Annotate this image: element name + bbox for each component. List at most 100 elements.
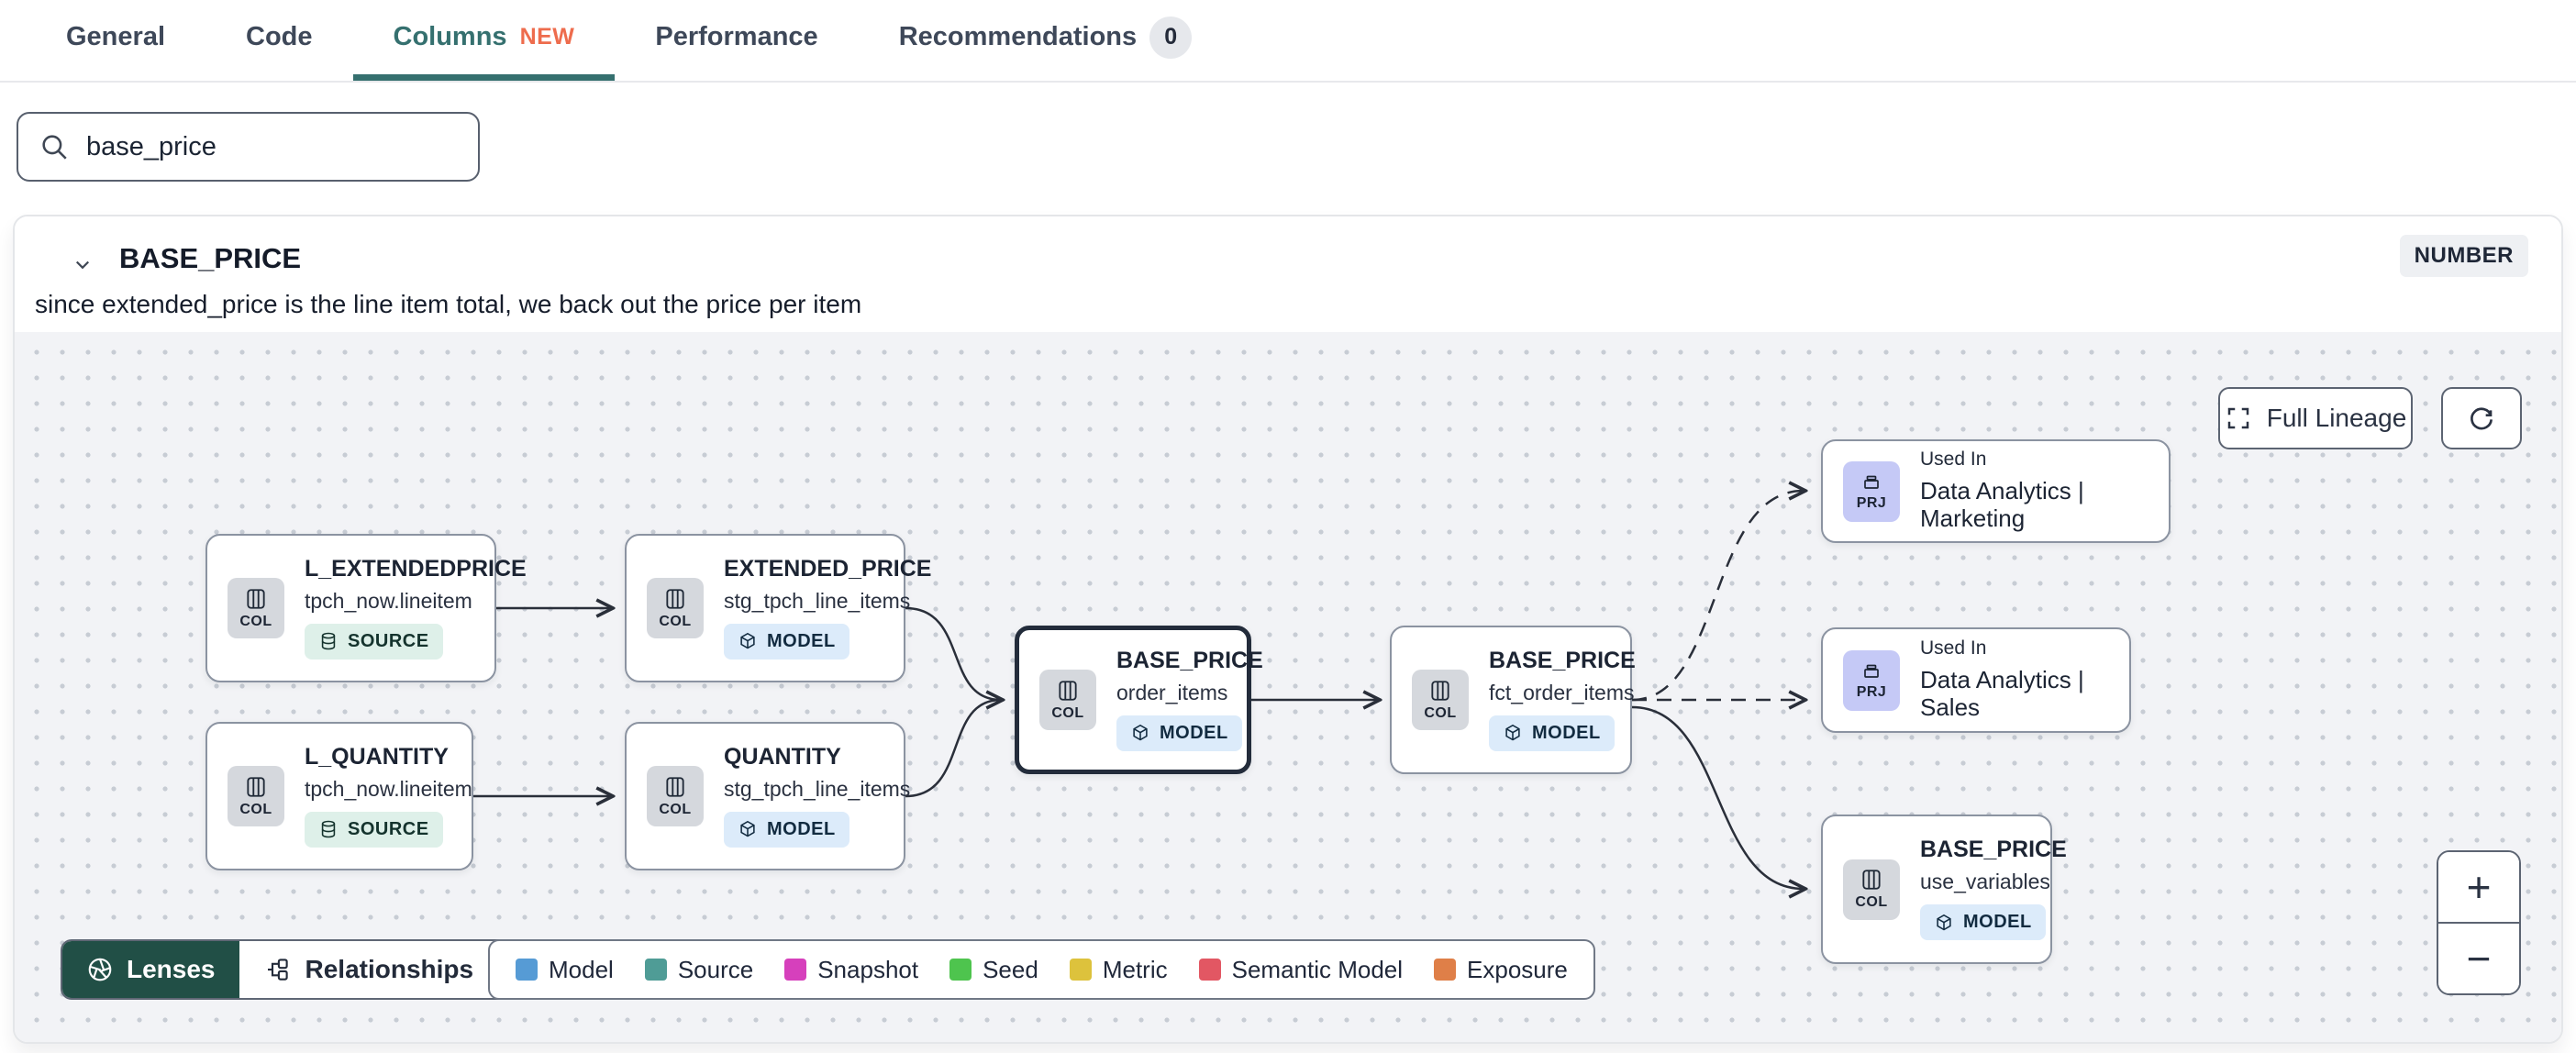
node-used-in-sales[interactable]: PRJ Used In Data Analytics | Sales <box>1821 627 2131 733</box>
columns-icon <box>247 588 265 609</box>
archive-icon <box>1864 664 1879 678</box>
column-type-badge: NUMBER <box>2399 235 2528 277</box>
zoom-control: + − <box>2437 850 2521 995</box>
zoom-in-button[interactable]: + <box>2438 852 2519 924</box>
model-tag: MODEL <box>724 811 849 848</box>
edge <box>905 698 1002 798</box>
node-quantity[interactable]: COL QUANTITY stg_tpch_line_items MODEL <box>625 722 910 870</box>
database-icon <box>321 632 336 650</box>
node-title: BASE_PRICE <box>1920 837 2067 862</box>
edge <box>1631 491 1804 702</box>
edge <box>1631 705 1804 889</box>
column-search[interactable] <box>17 112 480 182</box>
metric-swatch <box>1069 959 1092 981</box>
model-tag: MODEL <box>1920 904 2046 940</box>
used-in-kicker: Used In <box>1920 637 1987 660</box>
new-badge: NEW <box>519 24 575 50</box>
tab-performance[interactable]: Performance <box>655 22 818 51</box>
node-l-extendedprice[interactable]: COL L_EXTENDEDPRICE tpch_now.lineitem SO… <box>205 534 527 682</box>
column-description: since extended_price is the line item to… <box>35 290 862 318</box>
node-title: L_EXTENDEDPRICE <box>305 555 527 582</box>
source-tag: SOURCE <box>305 811 443 848</box>
legend-item-source: Source <box>644 956 753 984</box>
column-chip: COL <box>1039 670 1096 730</box>
columns-icon <box>247 776 265 797</box>
node-base-price-fct-order-items[interactable]: COL BASE_PRICE fct_order_items MODEL <box>1390 626 1636 774</box>
recommendations-count-badge: 0 <box>1149 16 1193 59</box>
node-subtitle: use_variables <box>1920 870 2050 893</box>
column-chip: COL <box>647 766 704 826</box>
cube-icon <box>740 820 755 837</box>
node-base-price-use-variables[interactable]: COL BASE_PRICE use_variables MODEL <box>1821 815 2067 964</box>
cube-icon <box>740 632 755 649</box>
search-input[interactable] <box>86 131 458 162</box>
tab-columns[interactable]: Columns NEW <box>352 0 616 81</box>
node-title: BASE_PRICE <box>1116 647 1263 673</box>
model-tag: MODEL <box>724 623 849 660</box>
cube-icon <box>1505 724 1520 741</box>
exposure-swatch <box>1434 959 1457 981</box>
node-title: QUANTITY <box>724 743 841 770</box>
columns-icon <box>666 588 684 609</box>
node-title: L_QUANTITY <box>305 743 449 770</box>
legend-item-seed: Seed <box>949 956 1038 984</box>
column-chip: COL <box>228 766 284 826</box>
column-name: BASE_PRICE <box>119 242 302 274</box>
node-subtitle: stg_tpch_line_items <box>724 776 911 801</box>
legend-item-metric: Metric <box>1069 956 1168 984</box>
project-chip: PRJ <box>1843 649 1900 711</box>
column-chip: COL <box>1843 859 1900 920</box>
tab-bar: General Code Columns NEW Performance Rec… <box>0 0 2576 83</box>
node-base-price-order-items[interactable]: COL BASE_PRICE order_items MODEL <box>1015 626 1263 774</box>
legend-item-semantic-model: Semantic Model <box>1198 956 1403 984</box>
column-panel-header: BASE_PRICE NUMBER since extended_price i… <box>15 216 2561 332</box>
project-chip: PRJ <box>1843 460 1900 522</box>
collapse-chevron-icon[interactable] <box>62 244 103 284</box>
node-type-legend: Model Source Snapshot Seed Metric Semant… <box>488 939 1595 1000</box>
used-in-kicker: Used In <box>1920 449 1987 471</box>
node-subtitle: order_items <box>1116 680 1228 704</box>
zoom-out-button[interactable]: − <box>2438 924 2519 993</box>
node-subtitle: tpch_now.lineitem <box>305 588 472 613</box>
source-swatch <box>644 959 667 981</box>
columns-icon <box>1862 870 1881 890</box>
model-tag: MODEL <box>1489 715 1615 751</box>
column-panel: BASE_PRICE NUMBER since extended_price i… <box>13 215 2563 1044</box>
node-extended-price[interactable]: COL EXTENDED_PRICE stg_tpch_line_items M… <box>625 534 931 682</box>
search-icon <box>42 135 67 160</box>
node-title: BASE_PRICE <box>1489 647 1636 673</box>
node-subtitle: stg_tpch_line_items <box>724 588 911 613</box>
source-tag: SOURCE <box>305 623 443 660</box>
database-icon <box>321 820 336 838</box>
relationships-icon <box>267 959 288 981</box>
lens-controls: Lenses Relationships <box>61 939 539 1000</box>
node-subtitle: fct_order_items <box>1489 680 1635 704</box>
seed-swatch <box>949 959 972 981</box>
tab-recommendations[interactable]: Recommendations 0 <box>859 0 1232 81</box>
columns-icon <box>1059 680 1077 701</box>
legend-item-exposure: Exposure <box>1434 956 1568 984</box>
lineage-canvas[interactable]: COL L_EXTENDEDPRICE tpch_now.lineitem SO… <box>15 332 2561 1042</box>
legend-item-snapshot: Snapshot <box>784 956 918 984</box>
node-title: EXTENDED_PRICE <box>724 555 932 582</box>
columns-icon <box>666 776 684 797</box>
cube-icon <box>1133 724 1148 741</box>
refresh-button[interactable] <box>2441 387 2522 449</box>
relationships-dropdown[interactable]: Relationships <box>239 941 537 998</box>
node-used-in-marketing[interactable]: PRJ Used In Data Analytics | Marketing <box>1821 439 2171 543</box>
full-lineage-button[interactable]: Full Lineage <box>2218 387 2413 449</box>
expand-icon <box>2227 407 2248 429</box>
node-title: Data Analytics | Marketing <box>1920 477 2084 532</box>
model-swatch <box>516 959 538 981</box>
archive-icon <box>1864 475 1879 489</box>
tab-code[interactable]: Code <box>246 22 313 51</box>
tab-general[interactable]: General <box>66 22 165 51</box>
lineage-edges <box>473 332 2563 1044</box>
node-subtitle: tpch_now.lineitem <box>305 776 472 801</box>
lenses-button[interactable]: Lenses <box>62 941 239 998</box>
aperture-icon <box>88 958 112 981</box>
node-l-quantity[interactable]: COL L_QUANTITY tpch_now.lineitem SOURCE <box>205 722 473 870</box>
model-tag: MODEL <box>1116 715 1242 751</box>
column-chip: COL <box>647 578 704 638</box>
